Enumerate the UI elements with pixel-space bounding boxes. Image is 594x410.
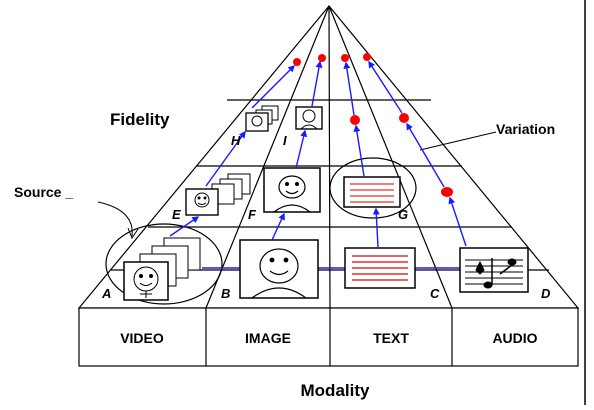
text-doc-g-icon [343,176,401,208]
variation-ellipse [329,157,417,219]
modality-text-label: TEXT [373,330,409,346]
audio-dot-top [363,53,371,61]
image-face-i-icon [295,106,323,130]
video-stack-e-icon [185,173,251,216]
audio-score-icon [459,247,529,293]
text-dot-top [341,54,349,62]
video-stack-h-icon [245,105,279,132]
audio-dot-2 [441,187,453,197]
video-dot-top [293,58,301,66]
modality-video-label: VIDEO [120,330,164,346]
modality-audio-label: AUDIO [492,330,537,346]
item-letter-c: C [430,286,440,301]
modality-box [78,307,579,367]
text-dot-3 [350,115,360,125]
item-letter-i: I [283,133,287,148]
variation-label: Variation [496,121,555,137]
item-letter-a: A [101,286,111,301]
variation-pointer [419,131,497,151]
item-letter-f: F [248,207,257,222]
source-ellipse [105,223,223,305]
modality-image-label: IMAGE [245,330,291,346]
video-stack-icon [123,237,201,301]
item-letter-h: H [231,133,241,148]
modality-axis-label: Modality [301,381,370,400]
item-letter-g: G [398,207,408,222]
item-letter-d: D [541,286,551,301]
item-letter-b: B [221,286,230,301]
fidelity-axis-label: Fidelity [110,110,170,129]
audio-dot-3 [399,113,409,123]
item-letter-e: E [172,207,181,222]
source-pointer [97,201,133,237]
text-doc-icon [344,247,416,289]
image-face-icon [239,239,319,299]
transformation-arrows [169,60,467,248]
image-dot-top [318,54,326,62]
image-face-f-icon [263,167,321,213]
source-label: Source _ [14,184,73,200]
